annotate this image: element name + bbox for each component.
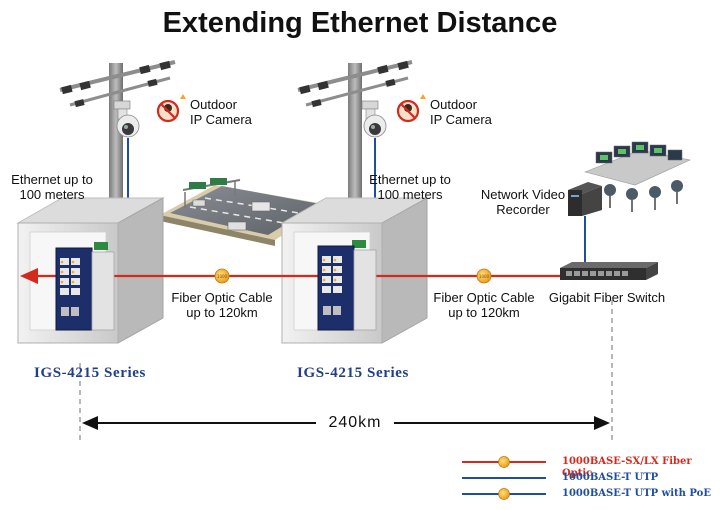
ethernet-left-line1: Ethernet up to [11, 172, 93, 187]
fiber-marker-right: 1000 [476, 268, 492, 284]
fiber-left-line1: Fiber Optic Cable [171, 290, 273, 305]
legend-fiber-line [462, 456, 546, 468]
fiber-marker-left: 1000 [214, 268, 230, 284]
switch-left [55, 242, 115, 331]
distance-arrow [82, 416, 610, 430]
fiber-left-line2: up to 120km [186, 305, 258, 320]
page-title: Extending Ethernet Distance [162, 7, 558, 39]
fiber-right-label: Fiber Optic Cable up to 120km [424, 290, 544, 320]
camera-right-line2: IP Camera [430, 112, 492, 127]
ethernet-right-label: Ethernet up to 100 meters [358, 172, 462, 202]
svg-text:1000: 1000 [217, 274, 228, 279]
nvr-icon [568, 182, 602, 216]
camera-left-label: Outdoor IP Camera [190, 97, 252, 127]
fiber-link-left-arrow [20, 268, 56, 284]
switch-right [317, 240, 377, 331]
legend-fiber-label: 1000BASE-SX/LX Fiber Optic [562, 456, 692, 479]
nvr-line1: Network Video [480, 187, 566, 202]
camera-right-line1: Outdoor [430, 97, 477, 112]
nvr-label: Network Video Recorder [468, 187, 578, 217]
camera-left-line2: IP Camera [190, 112, 252, 127]
camera-left [113, 100, 140, 138]
control-room-icon [584, 141, 691, 212]
legend-poe-line [462, 488, 546, 500]
camera-right [361, 100, 387, 138]
gigabit-fiber-switch-icon [560, 262, 658, 280]
ethernet-left-line2: 100 meters [19, 187, 85, 202]
legend-utp-label: 1000BASE-T UTP [562, 472, 659, 483]
gigabit-fiber-switch-label: Gigabit Fiber Switch [548, 290, 666, 305]
camera-left-line1: Outdoor [190, 97, 237, 112]
fiber-right-line2: up to 120km [448, 305, 520, 320]
fiber-right-line1: Fiber Optic Cable [433, 290, 535, 305]
ethernet-right-line1: Ethernet up to [369, 172, 451, 187]
nvr-line2: Recorder [496, 202, 550, 217]
no-intruder-icon-left [156, 94, 186, 123]
legend-poe-label: 1000BASE-T UTP with PoE [562, 488, 711, 499]
fiber-left-label: Fiber Optic Cable up to 120km [162, 290, 282, 320]
svg-text:1000: 1000 [479, 274, 490, 279]
switch-right-series-label: IGS-4215 Series [297, 365, 409, 381]
pole-right [297, 60, 413, 223]
camera-right-label: Outdoor IP Camera [430, 97, 492, 127]
no-intruder-icon-right [396, 94, 426, 123]
ethernet-right-line2: 100 meters [377, 187, 443, 202]
switch-left-series-label: IGS-4215 Series [34, 365, 146, 381]
ethernet-left-label: Ethernet up to 100 meters [0, 172, 104, 202]
distance-label: 240km [328, 414, 382, 431]
